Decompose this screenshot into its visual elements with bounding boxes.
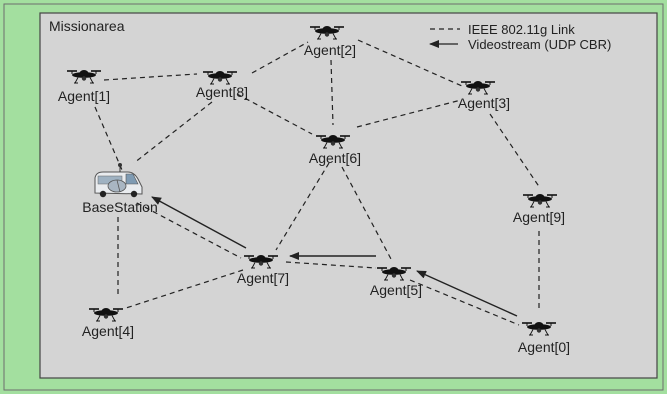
- agent-9-node[interactable]: Agent[9]: [513, 194, 565, 225]
- mission-area-title: Missionarea: [49, 18, 125, 34]
- base-station-node[interactable]: BaseStation: [82, 163, 158, 215]
- link-base-station-agent-7: [136, 202, 242, 259]
- drone-icon: [244, 255, 278, 269]
- agent-0-label: Agent[0]: [518, 339, 570, 355]
- agent-5-node[interactable]: Agent[5]: [370, 267, 422, 298]
- agent-4-label: Agent[4]: [82, 323, 134, 339]
- agent-8-node[interactable]: Agent[8]: [196, 71, 248, 100]
- drone-icon: [377, 267, 411, 281]
- stream-agent-0-to-agent-5: [416, 270, 518, 317]
- legend-link-label: IEEE 802.11g Link: [468, 22, 575, 37]
- agents: Agent[0] Agent[1] Agent[2] Agent[3] Agent[4]…: [58, 26, 570, 355]
- drone-icon: [89, 308, 123, 322]
- drone-icon: [203, 71, 237, 85]
- link-agent-1-agent-8: [103, 73, 198, 81]
- agent-3-node[interactable]: Agent[3]: [458, 81, 510, 111]
- van-icon: [94, 163, 143, 198]
- link-agent-2-agent-6: [330, 59, 334, 126]
- outer-frame: [3, 3, 664, 391]
- agent-6-node[interactable]: Agent[6]: [309, 135, 361, 166]
- drone-icon: [523, 194, 557, 208]
- agent-6-label: Agent[6]: [309, 150, 361, 166]
- video-streams: [151, 196, 518, 317]
- agent-2-node[interactable]: Agent[2]: [304, 26, 356, 58]
- link-agent-7-agent-5: [285, 261, 377, 269]
- link-agent-2-agent-3: [357, 39, 463, 87]
- drone-icon: [67, 70, 101, 84]
- link-agent-6-agent-7: [275, 162, 330, 251]
- wifi-links: [94, 39, 541, 326]
- legend-stream-label: Videostream (UDP CBR): [468, 37, 611, 52]
- drone-icon: [461, 81, 495, 95]
- legend: IEEE 802.11g Link Videostream (UDP CBR): [429, 22, 611, 52]
- link-agent-8-base-station: [133, 101, 213, 164]
- link-agent-3-agent-9: [489, 113, 541, 189]
- drone-icon: [316, 135, 350, 149]
- agent-3-label: Agent[3]: [458, 95, 510, 111]
- link-agent-5-agent-0: [409, 279, 520, 326]
- base-station-label: BaseStation: [82, 199, 158, 215]
- agent-5-label: Agent[5]: [370, 282, 422, 298]
- agent-7-node[interactable]: Agent[7]: [237, 255, 289, 286]
- link-agent-8-agent-2: [251, 41, 309, 74]
- agent-7-label: Agent[7]: [237, 270, 289, 286]
- agent-0-node[interactable]: Agent[0]: [518, 322, 570, 355]
- agent-1-label: Agent[1]: [58, 88, 110, 104]
- agent-1-node[interactable]: Agent[1]: [58, 70, 110, 104]
- agent-8-label: Agent[8]: [196, 84, 248, 100]
- drone-icon: [310, 26, 344, 40]
- agent-9-label: Agent[9]: [513, 209, 565, 225]
- agent-2-label: Agent[2]: [304, 42, 356, 58]
- drone-icon: [522, 322, 556, 336]
- link-agent-7-agent-4: [125, 269, 244, 309]
- stream-agent-7-to-base-station: [151, 196, 247, 249]
- agent-4-node[interactable]: Agent[4]: [82, 308, 134, 339]
- link-agent-1-base-station: [94, 106, 123, 171]
